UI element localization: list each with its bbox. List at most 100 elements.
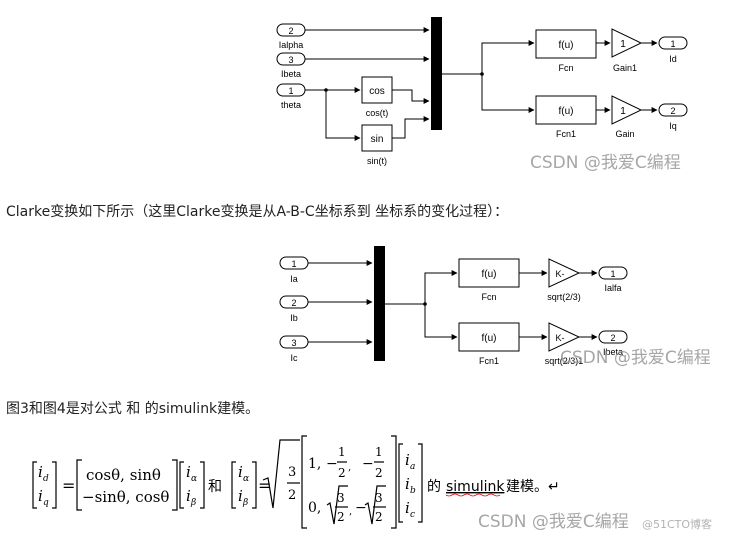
outport-ialfa[interactable]: 1 Ialfa bbox=[598, 266, 628, 293]
park-row-1: cosθ, sinθ bbox=[86, 466, 161, 484]
inport-ic[interactable]: 3 Ic bbox=[279, 335, 309, 363]
equation-text: i d i q = cosθ, sinθ −sinθ, cosθ i α i β… bbox=[38, 445, 560, 524]
svg-text:2: 2 bbox=[338, 466, 346, 480]
inport-label: Ib bbox=[290, 313, 298, 323]
svg-text:1: 1 bbox=[375, 445, 383, 459]
inport-label: Ia bbox=[290, 274, 298, 284]
block-label: Fcn bbox=[481, 292, 496, 302]
park-simulink-diagram: 2 Ialpha 3 Ibeta 1 theta cos cos(t) sin … bbox=[276, 17, 688, 166]
inport-ia[interactable]: 1 Ia bbox=[279, 256, 309, 284]
svg-text:i: i bbox=[405, 499, 410, 517]
svg-text:i: i bbox=[186, 463, 191, 481]
block-text: f(u) bbox=[559, 40, 574, 51]
block-text: sin bbox=[371, 134, 384, 145]
inport-theta[interactable]: 1 theta bbox=[276, 83, 306, 110]
inport-number: 2 bbox=[288, 26, 293, 36]
inport-ibeta[interactable]: 3 Ibeta bbox=[276, 52, 306, 79]
block-text: cos bbox=[369, 86, 385, 97]
svg-text:d: d bbox=[43, 474, 49, 484]
svg-text:,: , bbox=[349, 506, 352, 517]
outport-iq[interactable]: 2 Iq bbox=[658, 103, 688, 131]
clarke-simulink-diagram: 1 Ia 2 Ib 3 Ic f(u) bbox=[279, 246, 628, 366]
clarke-description-paragraph: Clarke变换如下所示（这里Clarke变换是从A-B-C坐标系到 坐标系的变… bbox=[6, 204, 509, 220]
gain-sqrt-block[interactable]: K- sqrt(2/3) bbox=[547, 258, 581, 302]
svg-text:,: , bbox=[348, 462, 351, 473]
svg-text:β: β bbox=[190, 498, 196, 508]
block-label: sin(t) bbox=[367, 156, 387, 166]
inport-number: 2 bbox=[291, 298, 296, 308]
block-label: Gain bbox=[615, 129, 634, 139]
svg-text:−: − bbox=[362, 456, 374, 472]
inport-label: Ic bbox=[290, 353, 298, 363]
outport-number: 1 bbox=[670, 39, 675, 49]
inport-label: Ialpha bbox=[279, 40, 304, 50]
block-label: Fcn bbox=[558, 63, 573, 73]
svg-text:q: q bbox=[43, 498, 49, 508]
equation-suffix-simulink: simulink bbox=[446, 479, 505, 495]
gain-value: K- bbox=[556, 333, 565, 343]
outport-ibeta[interactable]: 2 Ibeta bbox=[598, 330, 628, 357]
outport-number: 2 bbox=[670, 106, 675, 116]
svg-text:=: = bbox=[258, 476, 271, 495]
inport-number: 1 bbox=[291, 259, 296, 269]
fcn1-block[interactable]: f(u) Fcn1 bbox=[535, 95, 597, 139]
outport-number: 1 bbox=[610, 269, 615, 279]
svg-text:3: 3 bbox=[288, 465, 296, 480]
svg-text:2: 2 bbox=[375, 510, 383, 524]
svg-text:−: − bbox=[355, 500, 367, 516]
transform-equation bbox=[32, 435, 423, 529]
csdn-watermark: CSDN @我爱C编程 bbox=[530, 153, 681, 173]
svg-text:α: α bbox=[243, 474, 249, 484]
svg-text:1: 1 bbox=[338, 445, 346, 459]
cos-block[interactable]: cos cos(t) bbox=[361, 76, 393, 118]
csdn-watermark: CSDN @我爱C编程 bbox=[560, 348, 711, 368]
inport-ib[interactable]: 2 Ib bbox=[279, 295, 309, 323]
gain-sqrt1-block[interactable]: K- sqrt(2/3)1 bbox=[545, 322, 584, 366]
fcn-block[interactable]: f(u) Fcn bbox=[535, 29, 597, 73]
outport-number: 2 bbox=[610, 333, 615, 343]
svg-text:2: 2 bbox=[288, 488, 296, 503]
fcn1-block[interactable]: f(u) Fcn1 bbox=[458, 322, 520, 366]
svg-text:2: 2 bbox=[337, 510, 345, 524]
signal-lines bbox=[305, 27, 658, 141]
block-text: f(u) bbox=[559, 106, 574, 117]
block-text: f(u) bbox=[482, 333, 497, 344]
spellcheck-squiggle bbox=[445, 493, 501, 497]
svg-text:i: i bbox=[38, 487, 43, 505]
gain-value: K- bbox=[556, 269, 565, 279]
block-label: cos(t) bbox=[366, 108, 389, 118]
inport-number: 1 bbox=[288, 86, 293, 96]
outport-id[interactable]: 1 Id bbox=[658, 36, 688, 64]
outport-label: Id bbox=[669, 54, 677, 64]
svg-text:−: − bbox=[326, 456, 338, 472]
mux-block[interactable] bbox=[374, 246, 385, 361]
signal-lines bbox=[308, 260, 598, 345]
inport-number: 3 bbox=[291, 338, 296, 348]
block-label: Fcn1 bbox=[556, 129, 576, 139]
gain-block[interactable]: 1 Gain bbox=[611, 95, 643, 139]
svg-text:i: i bbox=[38, 463, 43, 481]
outport-label: Iq bbox=[669, 121, 677, 131]
svg-text:i: i bbox=[186, 487, 191, 505]
svg-text:1,: 1, bbox=[308, 456, 321, 472]
svg-text:a: a bbox=[410, 462, 415, 472]
inport-number: 3 bbox=[288, 55, 293, 65]
block-label: sqrt(2/3)1 bbox=[545, 356, 584, 366]
svg-text:=: = bbox=[62, 476, 75, 495]
outport-label: Ibeta bbox=[603, 347, 623, 357]
fcn-block[interactable]: f(u) Fcn bbox=[458, 258, 520, 302]
equation-suffix-de: 的 bbox=[427, 479, 441, 495]
mux-block[interactable] bbox=[431, 17, 442, 130]
svg-text:i: i bbox=[238, 463, 243, 481]
inport-ialpha[interactable]: 2 Ialpha bbox=[276, 23, 306, 50]
inport-label: theta bbox=[281, 100, 301, 110]
block-text: f(u) bbox=[482, 269, 497, 280]
block-label: Fcn1 bbox=[479, 356, 499, 366]
block-label: Gain1 bbox=[613, 63, 637, 73]
equation-suffix-end: 建模。↵ bbox=[506, 479, 560, 495]
block-label: sqrt(2/3) bbox=[547, 292, 581, 302]
gain1-block[interactable]: 1 Gain1 bbox=[611, 28, 643, 73]
svg-text:i: i bbox=[405, 475, 410, 493]
sin-block[interactable]: sin sin(t) bbox=[361, 124, 393, 166]
